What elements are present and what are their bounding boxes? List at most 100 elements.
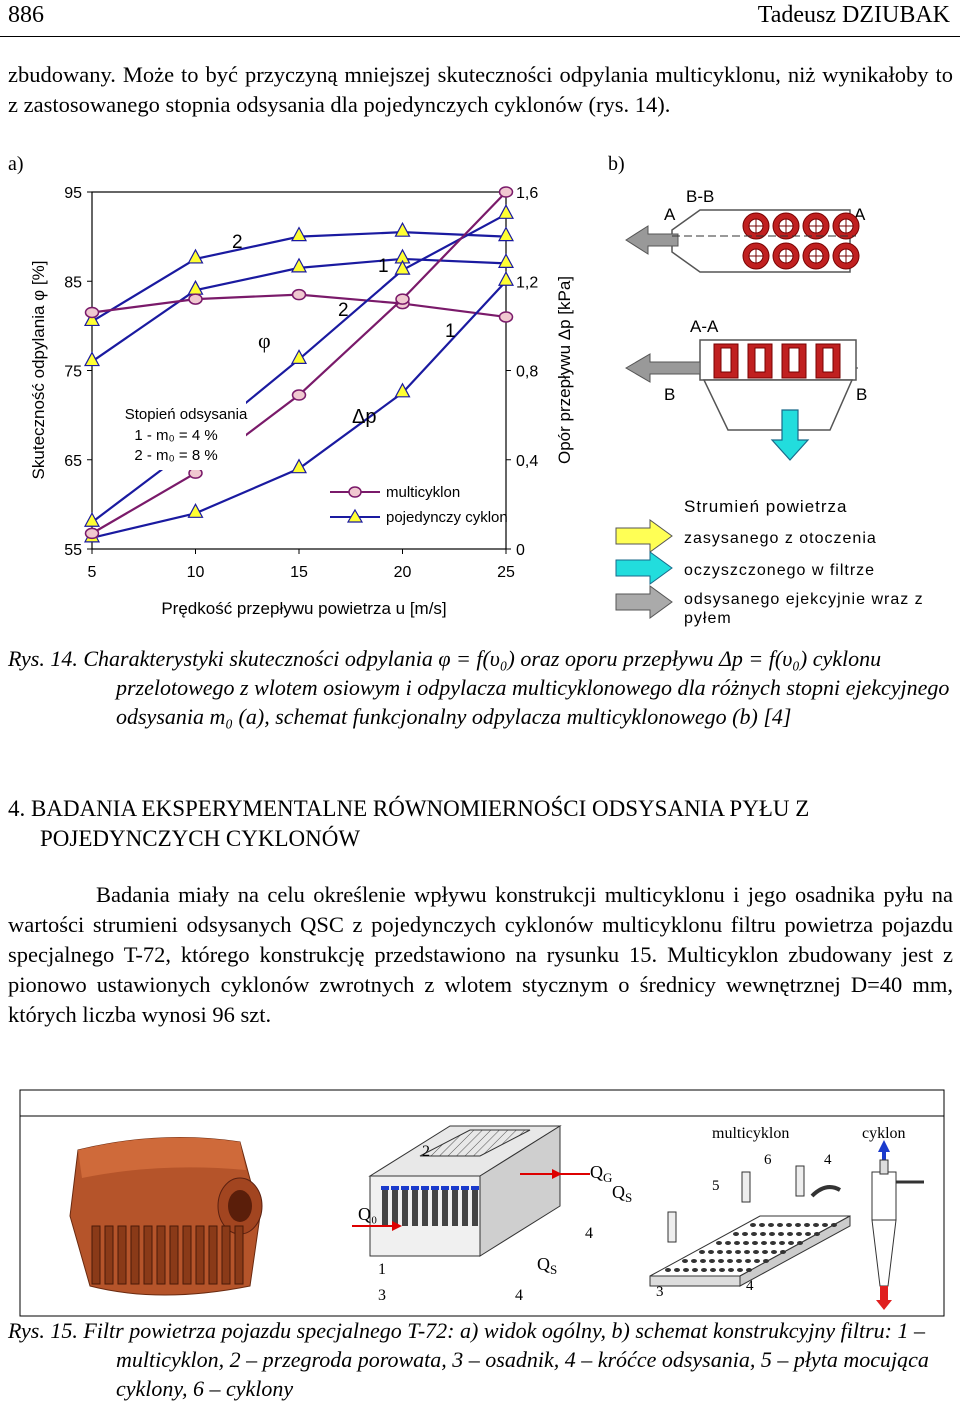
y-right-axis-label: Opór przepływu Δp [kPa] (555, 276, 574, 464)
series-3-point-2 (290, 349, 308, 364)
label-qg: QG (590, 1162, 612, 1185)
y-left-tick-label: 65 (64, 453, 82, 470)
plate-hole (746, 1268, 752, 1272)
plate-hole (779, 1241, 785, 1245)
multicyclone-schematic: A B-B A A-A B B Strumień powietrza zasys… (615, 187, 923, 627)
series-layer (83, 186, 515, 543)
plate-cyclone-2 (795, 1165, 805, 1197)
schematic-cyclone-tube (432, 1190, 438, 1226)
curve-label-2-upper: 2 (232, 232, 243, 253)
legend-box-line2: 2 - m₀ = 8 % (134, 447, 217, 464)
plate-hole (710, 1268, 716, 1272)
figure-15: Q₀ 2 QG QS 1 3 4 QS 4 multicyklon 6 4 5 … (0, 1086, 960, 1326)
plate-hole (692, 1268, 698, 1272)
filter-fin (130, 1225, 140, 1285)
schematic-cyclone-tube (382, 1190, 388, 1226)
plate-hole (752, 1241, 758, 1245)
figure-15-caption: Rys. 15. Filtr powietrza pojazdu specjal… (8, 1318, 929, 1401)
x-tick-label: 15 (290, 564, 308, 581)
label-5: 5 (712, 1178, 720, 1194)
schematic-cyclone-inlet (381, 1186, 389, 1190)
schematic-cyclone-tube (472, 1190, 478, 1226)
y-left-tick-label: 95 (64, 185, 82, 202)
plate-hole (797, 1241, 803, 1245)
plate-hole (719, 1268, 725, 1272)
plate-hole (753, 1250, 759, 1254)
plate-hole (796, 1232, 802, 1236)
plate-hole (716, 1241, 722, 1245)
label-4-d: 4 (746, 1278, 754, 1294)
series-4-point-2 (290, 458, 308, 474)
filter-inlet-opening (228, 1190, 252, 1222)
schematic-cyclone-tube (462, 1190, 468, 1226)
y-left-tick-label: 85 (64, 274, 82, 291)
filter-fin (182, 1225, 192, 1285)
plate-hole (744, 1250, 750, 1254)
filter-fin (156, 1225, 166, 1285)
filter-fin (91, 1225, 101, 1285)
plate-hole (725, 1241, 731, 1245)
schematic-label-bb: B-B (686, 187, 714, 206)
filter-fin (221, 1225, 231, 1285)
plate-hole (763, 1259, 769, 1263)
y-left-axis-label: Skuteczność odpylania φ [%] (29, 261, 48, 480)
label-4-c: 4 (824, 1152, 832, 1168)
series-2-point-0 (84, 306, 100, 319)
filter-fin (104, 1225, 114, 1285)
plate-hole (682, 1259, 688, 1263)
y-right-tick-label: 0,8 (516, 364, 538, 381)
panel-b-label: b) (608, 153, 625, 175)
plate-suction-elbow (810, 1185, 841, 1198)
plate-front (649, 1275, 741, 1287)
plate-hole (699, 1250, 705, 1254)
filter-fins (91, 1225, 244, 1285)
cyclone-section-core (822, 347, 834, 373)
label-6: 6 (764, 1152, 772, 1168)
legend-text-multicyklon: multicyklon (386, 484, 460, 501)
plate-side (739, 1215, 851, 1287)
schematic-cyclone-inlet (461, 1186, 469, 1190)
schematic-cyclone-tube (422, 1190, 428, 1226)
cyclone-dust-arrow (876, 1286, 892, 1310)
plate-hole (805, 1232, 811, 1236)
label-multicyklon: multicyklon (712, 1125, 789, 1142)
schematic-label-b-right: B (856, 385, 867, 404)
plate-cyclones (667, 1165, 841, 1243)
series-2-point-1 (188, 293, 203, 305)
plate-hole (728, 1268, 734, 1272)
schematic-cyclone-inlet (431, 1186, 439, 1190)
plate-hole (701, 1268, 707, 1272)
label-3: 3 (378, 1287, 386, 1304)
multicyclone-plate: multicyklon 6 4 5 3 4 (649, 1125, 851, 1300)
label-qs-bottom: QS (537, 1254, 557, 1277)
x-axis-label: Prędkość przepływu powietrza u [m/s] (161, 599, 446, 618)
stream-arrow-suction (615, 519, 673, 553)
filter-fin (169, 1225, 179, 1285)
series-3-point-0 (83, 511, 101, 527)
curve-label-phi: φ (258, 328, 271, 353)
plate-hole (760, 1232, 766, 1236)
series-4-point-3 (394, 382, 411, 398)
housing-hopper (702, 379, 854, 431)
series-2-point-4 (498, 311, 514, 323)
intro-paragraph: zbudowany. Może to być przyczyną mniejsz… (8, 62, 953, 117)
series-1-point-1 (187, 279, 204, 295)
x-tick-label: 20 (394, 564, 412, 581)
label-1: 1 (378, 1261, 386, 1278)
series-1-point-2 (290, 257, 308, 273)
legend-box-line1: 1 - m₀ = 4 % (134, 427, 217, 444)
y-right-axis-ticks: 00,40,81,21,6 (506, 185, 538, 559)
plate-hole (700, 1259, 706, 1263)
plate-hole (754, 1259, 760, 1263)
schematic-cyclone-inlet (471, 1186, 479, 1190)
cyclone-outlet-tube (879, 1159, 889, 1175)
plate-hole (745, 1259, 751, 1263)
stream-item-suction: zasysanego z otoczenia (684, 530, 877, 547)
plate-hole (737, 1268, 743, 1272)
y-right-tick-label: 1,6 (516, 185, 538, 202)
plate-hole (708, 1250, 714, 1254)
figure-15-graphic: Q₀ 2 QG QS 1 3 4 QS 4 multicyklon 6 4 5 … (19, 1089, 945, 1317)
